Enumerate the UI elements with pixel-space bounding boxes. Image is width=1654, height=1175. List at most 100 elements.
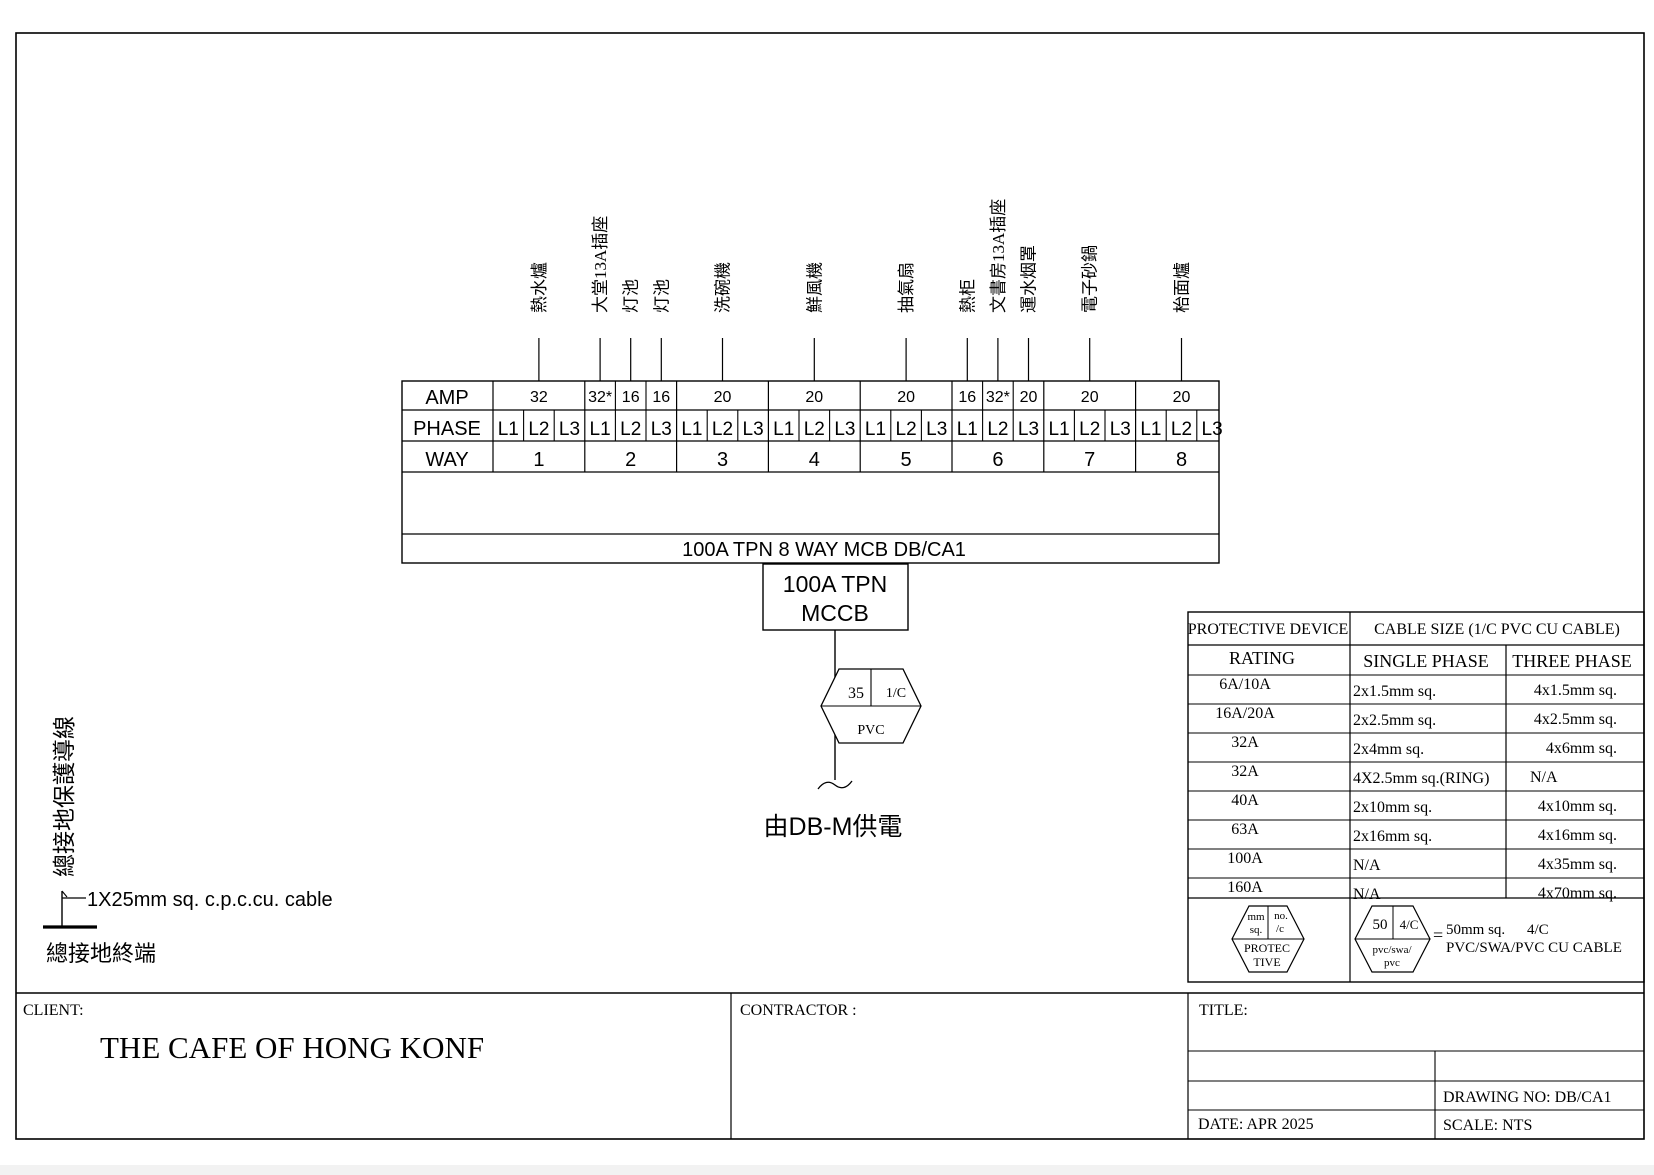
load-label-way6-2: 文書房13A插座 bbox=[989, 199, 1008, 313]
phase-cell-way6-l1: L1 bbox=[957, 419, 978, 440]
drawing-number: DRAWING NO: DB/CA1 bbox=[1443, 1089, 1612, 1106]
drawing-scale: SCALE: NTS bbox=[1443, 1117, 1532, 1134]
way-number-3: 3 bbox=[717, 449, 728, 471]
phase-cell-way3-l1: L1 bbox=[681, 419, 702, 440]
load-label-way5: 抽氣扇 bbox=[897, 262, 916, 313]
example-cable-type-line2: pvc bbox=[1384, 957, 1400, 969]
example-cable-symbol: 50 4/C pvc/swa/ pvc bbox=[1354, 905, 1431, 973]
db-title: 100A TPN 8 WAY MCB DB/CA1 bbox=[682, 539, 966, 561]
amp-cell-way2-1: 32* bbox=[588, 389, 612, 406]
legend-single-phase-3: 2x4mm sq. bbox=[1353, 741, 1424, 758]
example-cable-type-line1: pvc/swa/ bbox=[1372, 944, 1412, 956]
legend-three-phase-3: 4x6mm sq. bbox=[1546, 740, 1617, 757]
phase-cell-way1-l3: L3 bbox=[559, 419, 580, 440]
phase-cell-way5-l1: L1 bbox=[865, 419, 886, 440]
legend-rating-2: 16A/20A bbox=[1215, 705, 1275, 722]
legend-rating-6: 63A bbox=[1231, 821, 1259, 838]
amp-cell-way3: 20 bbox=[714, 389, 732, 406]
incoming-cable-cores: 1/C bbox=[886, 686, 906, 701]
legend-three-phase-1: 4x1.5mm sq. bbox=[1534, 682, 1617, 699]
key-protective-line1: PROTEC bbox=[1244, 941, 1290, 955]
phase-cell-way5-l2: L2 bbox=[896, 419, 917, 440]
drawing-date: DATE: APR 2025 bbox=[1198, 1116, 1314, 1133]
incoming-cable-size: 35 bbox=[848, 685, 864, 702]
earth-cable-label: 1X25mm sq. c.p.c.cu. cable bbox=[87, 889, 333, 911]
incoming-mccb: 100A TPN MCCB bbox=[762, 563, 909, 631]
phase-cell-way4-l3: L3 bbox=[834, 419, 855, 440]
phase-cell-way8-l1: L1 bbox=[1140, 419, 1161, 440]
way-number-7: 7 bbox=[1084, 449, 1095, 471]
phase-cell-way7-l1: L1 bbox=[1049, 419, 1070, 440]
phase-cell-way7-l3: L3 bbox=[1110, 419, 1131, 440]
load-label-way6-3: 運水烟罩 bbox=[1020, 245, 1039, 313]
legend-single-phase-5: 2x10mm sq. bbox=[1353, 799, 1432, 816]
key-sq-label: sq. bbox=[1250, 924, 1263, 936]
way-number-1: 1 bbox=[533, 449, 544, 471]
phase-cell-way8-l2: L2 bbox=[1171, 419, 1192, 440]
phase-cell-way6-l3: L3 bbox=[1018, 419, 1039, 440]
phase-row-label: PHASE bbox=[413, 418, 481, 440]
load-label-way7: 電子砂鍋 bbox=[1081, 245, 1100, 313]
phase-cell-way2-l2: L2 bbox=[620, 419, 641, 440]
phase-cell-way4-l2: L2 bbox=[804, 419, 825, 440]
example-description-type: PVC/SWA/PVC CU CABLE bbox=[1446, 940, 1622, 956]
mccb-label-line1: 100A TPN bbox=[783, 571, 887, 597]
example-description-size: 50mm sq. bbox=[1446, 922, 1505, 938]
amp-cell-way8: 20 bbox=[1173, 389, 1191, 406]
phase-cell-way4-l1: L1 bbox=[773, 419, 794, 440]
amp-cell-way2-2: 16 bbox=[622, 389, 640, 406]
legend-three-phase-2: 4x2.5mm sq. bbox=[1534, 711, 1617, 728]
legend-single-phase-7: N/A bbox=[1353, 857, 1381, 874]
example-description-cores: 4/C bbox=[1527, 922, 1549, 938]
legend-single-phase-6: 2x16mm sq. bbox=[1353, 828, 1432, 845]
amp-cell-way1: 32 bbox=[530, 389, 548, 406]
legend-rating-5: 40A bbox=[1231, 792, 1259, 809]
legend-subheader-rating: RATING bbox=[1229, 648, 1295, 668]
amp-cell-way7: 20 bbox=[1081, 389, 1099, 406]
phase-cell-way8-l3: L3 bbox=[1202, 419, 1223, 440]
key-per-core-label: /c bbox=[1276, 923, 1284, 935]
title-block: CLIENT: THE CAFE OF HONG KONF CONTRACTOR… bbox=[16, 992, 1644, 1139]
load-label-way8: 枱面爐 bbox=[1173, 262, 1192, 313]
legend-three-phase-7: 4x35mm sq. bbox=[1538, 856, 1617, 873]
client-name: THE CAFE OF HONG KONF bbox=[100, 1030, 484, 1065]
legend-three-phase-4: N/A bbox=[1530, 769, 1558, 786]
key-no-label: no. bbox=[1274, 910, 1288, 922]
earth-terminal-label: 總接地終端 bbox=[46, 941, 156, 966]
mccb-label-line2: MCCB bbox=[801, 600, 869, 626]
amp-row-label: AMP bbox=[425, 387, 468, 409]
amp-cell-way5: 20 bbox=[897, 389, 915, 406]
cable-size-legend: PROTECTIVE DEVICE CABLE SIZE (1/C PVC CU… bbox=[1187, 611, 1645, 983]
earthing-conductor-vertical-label: 總接地保護導線 bbox=[52, 716, 77, 877]
drawing-border bbox=[15, 32, 1645, 1140]
key-protective-line2: TIVE bbox=[1253, 955, 1280, 969]
legend-three-phase-5: 4x10mm sq. bbox=[1538, 798, 1617, 815]
phase-cell-way2-l1: L1 bbox=[590, 419, 611, 440]
client-label: CLIENT: bbox=[23, 1002, 84, 1019]
load-label-way3: 洗碗機 bbox=[714, 262, 733, 313]
incoming-cable-symbol: 35 1/C PVC bbox=[820, 668, 922, 744]
legend-single-phase-2: 2x2.5mm sq. bbox=[1353, 712, 1436, 729]
phase-cell-way3-l3: L3 bbox=[743, 419, 764, 440]
way-number-8: 8 bbox=[1176, 449, 1187, 471]
example-cable-size: 50 bbox=[1373, 917, 1388, 933]
legend-rating-3: 32A bbox=[1231, 734, 1259, 751]
phase-cell-way5-l3: L3 bbox=[926, 419, 947, 440]
legend-rating-1: 6A/10A bbox=[1219, 676, 1271, 693]
way-number-4: 4 bbox=[809, 449, 820, 471]
supply-source-label: 由DB-M供電 bbox=[764, 813, 903, 841]
legend-three-phase-8: 4x70mm sq. bbox=[1538, 885, 1617, 902]
load-label-way1: 熱水爐 bbox=[530, 262, 549, 313]
legend-single-phase-4: 4X2.5mm sq.(RING) bbox=[1353, 770, 1489, 787]
legend-three-phase-6: 4x16mm sq. bbox=[1538, 827, 1617, 844]
way-number-2: 2 bbox=[625, 449, 636, 471]
amp-cell-way6-2: 32* bbox=[986, 389, 1010, 406]
title-label: TITLE: bbox=[1199, 1002, 1248, 1019]
legend-single-phase-1: 2x1.5mm sq. bbox=[1353, 683, 1436, 700]
phase-cell-way6-l2: L2 bbox=[987, 419, 1008, 440]
amp-cell-way6-1: 16 bbox=[958, 389, 976, 406]
legend-subheader-three-phase: THREE PHASE bbox=[1512, 651, 1632, 671]
protective-key-symbol: mm sq. no. /c PROTEC TIVE bbox=[1231, 905, 1305, 973]
example-cable-cores: 4/C bbox=[1400, 917, 1419, 932]
phase-cell-way2-l3: L3 bbox=[651, 419, 672, 440]
